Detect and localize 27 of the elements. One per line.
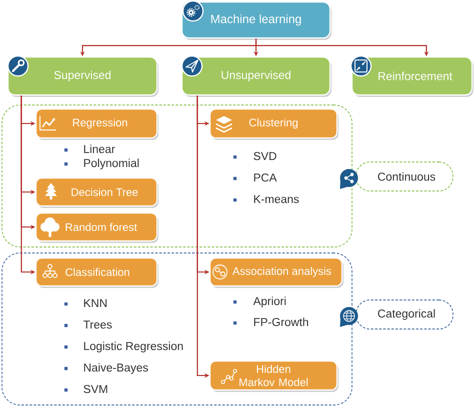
label-bubble: Categorical [356,300,454,330]
dashed-frame [2,104,352,248]
list-item: FP-Growth [254,318,308,326]
list-item: Linear [84,144,115,154]
list-item: K-means [254,195,299,204]
category-box: Unsupervised [181,56,332,97]
root-box: Machine learning [181,1,332,40]
method-box: Decision Tree [35,177,158,208]
method-box: Regression [35,108,158,140]
list-item: Trees [83,320,112,329]
method-box: Hidden Markov Model [209,360,338,392]
list-item: Apriori [253,296,286,308]
list-item: Naive-Bayes [84,363,148,374]
method-box: Classification [35,257,158,288]
list-item: PCA [254,173,277,182]
list-item: Polynomial [84,158,139,170]
list-item: KNN [84,299,107,307]
list-item: Logistic Regression [84,342,183,352]
method-box: Association analysis [209,257,344,288]
list-item: SVM [84,384,108,394]
dashed-frame [2,252,352,406]
label-bubble: Continuous [356,162,454,192]
category-box: Supervised [7,56,158,97]
method-box: Random forest [35,212,158,243]
method-box: Clustering [209,108,338,140]
list-item: SVD [254,152,276,160]
category-box: Reinforcement [351,56,474,97]
